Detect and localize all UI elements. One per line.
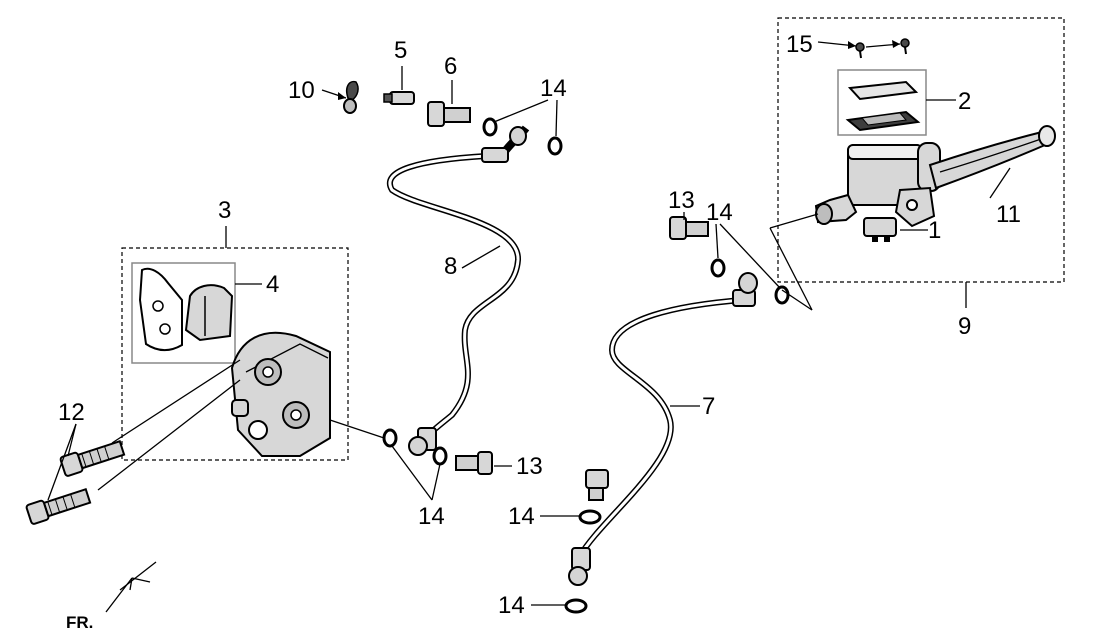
brake-hose-lower (568, 272, 758, 586)
bolt-guide-line (97, 379, 241, 491)
callout-2: 2 (958, 88, 971, 115)
arrowheads (338, 40, 900, 100)
master-cylinder-group-box (777, 17, 1065, 283)
brake-hose-upper (387, 125, 530, 456)
callout-1: 1 (928, 217, 941, 244)
banjo-bolt-junction (585, 469, 609, 501)
callout-14: 14 (418, 503, 445, 530)
leader-lines (47, 41, 1011, 606)
callout-8: 8 (444, 253, 457, 280)
brake-pads (138, 267, 234, 352)
banjo-bolt-upper (427, 101, 471, 127)
reservoir-cap-kit-box (837, 69, 927, 136)
caliper-bolt (25, 440, 126, 525)
callout-4: 4 (266, 271, 279, 298)
bleeder-cap (343, 80, 359, 114)
callout-9: 9 (958, 313, 971, 340)
brake-lever (928, 125, 1056, 190)
front-direction-label: FR. (66, 613, 93, 632)
brake-switch (863, 217, 897, 242)
callout-10: 10 (288, 77, 315, 104)
callout-13: 13 (668, 187, 695, 214)
callout-6: 6 (444, 53, 457, 80)
callout-12: 12 (58, 399, 85, 426)
front-direction-marker: FR. (66, 561, 157, 632)
bolt-guide-line (111, 359, 241, 444)
master-cylinder-body (814, 142, 941, 228)
callout-3: 3 (218, 197, 231, 224)
reservoir-screw (855, 38, 910, 59)
sealing-washer (382, 117, 790, 614)
callout-5: 5 (394, 37, 407, 64)
callout-14: 14 (706, 199, 733, 226)
callout-13: 13 (516, 453, 543, 480)
callout-7: 7 (702, 393, 715, 420)
caliper-group-box (121, 247, 349, 461)
callout-14: 14 (540, 75, 567, 102)
banjo-bolt-caliper (455, 451, 493, 475)
brake-pad-kit-box (131, 262, 236, 364)
bleeder-screw (383, 91, 415, 105)
callout-14: 14 (498, 592, 525, 619)
banjo-bolt-master (669, 216, 709, 240)
brake-caliper (230, 331, 331, 457)
reservoir-cap (845, 80, 921, 132)
callout-15: 15 (786, 31, 813, 58)
callout-11: 11 (996, 201, 1021, 228)
callout-14: 14 (508, 503, 535, 530)
